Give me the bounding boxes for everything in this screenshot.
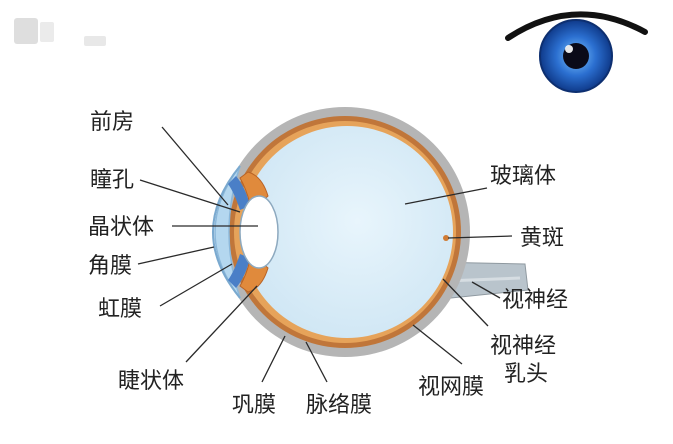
leader-optic-nerve: [471, 281, 501, 299]
eyeball: [205, 107, 529, 357]
label-retina: 视网膜: [418, 375, 484, 400]
label-optic-disc-line2: 乳头: [504, 362, 548, 387]
label-optic-disc-line1: 视神经: [490, 334, 556, 359]
leader-optic-disc: [442, 278, 489, 327]
leader-cornea: [137, 246, 215, 265]
label-pupil: 瞳孔: [90, 168, 134, 193]
vitreous-body: [241, 126, 453, 338]
leader-anterior-chamber: [161, 126, 229, 206]
iris-upper: [228, 176, 250, 210]
leader-iris: [159, 263, 233, 307]
label-lens: 晶状体: [88, 215, 154, 240]
label-choroid: 脉络膜: [306, 393, 372, 418]
label-iris: 虹膜: [98, 297, 142, 322]
leader-sclera: [261, 335, 286, 383]
iris-lower: [228, 254, 250, 288]
label-cornea: 角膜: [88, 254, 132, 279]
leader-vitreous: [404, 187, 488, 205]
label-sclera: 巩膜: [232, 393, 276, 418]
label-ciliary-body: 睫状体: [118, 369, 184, 394]
lens-shape: [239, 195, 279, 269]
eye-icon: [505, 11, 648, 93]
macula-dot: [443, 235, 449, 241]
label-vitreous: 玻璃体: [490, 164, 556, 189]
label-anterior-chamber: 前房: [90, 110, 134, 135]
label-optic-nerve: 视神经: [502, 288, 568, 313]
leader-ciliary-body: [185, 285, 258, 363]
leader-choroid: [305, 341, 328, 383]
blurred-logo-icon: [14, 18, 106, 46]
leader-pupil: [139, 179, 241, 213]
label-macula: 黄斑: [520, 226, 564, 251]
leader-macula: [447, 235, 513, 239]
leader-retina: [412, 324, 463, 365]
